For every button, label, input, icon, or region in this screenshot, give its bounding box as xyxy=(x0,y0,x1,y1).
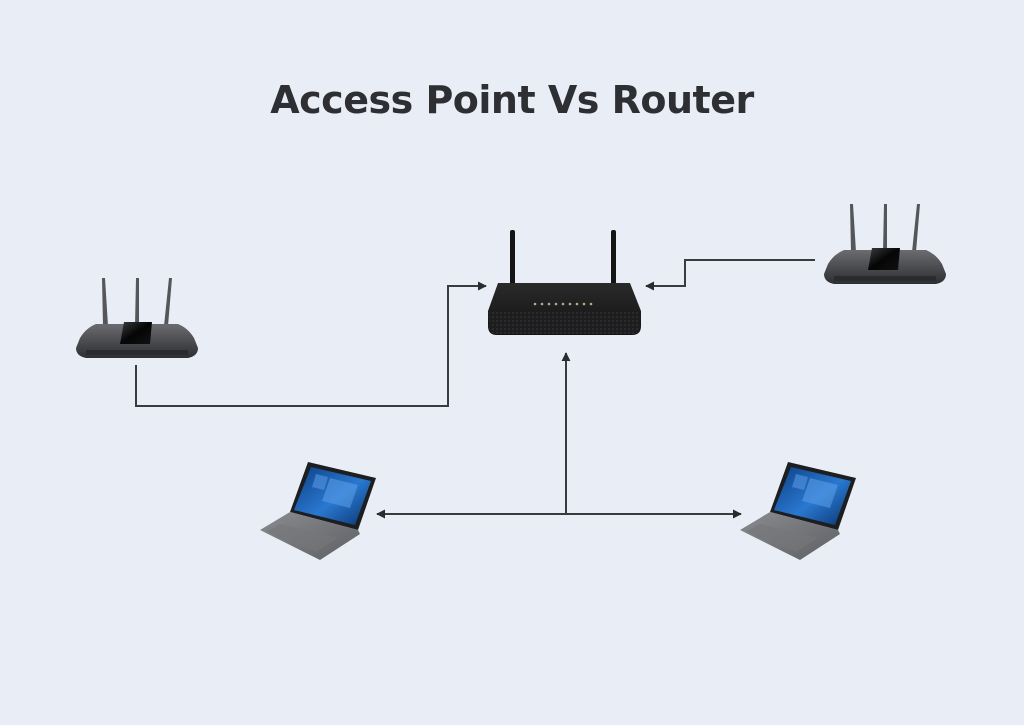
edge-left-ap-to-router xyxy=(135,281,487,407)
router-icon xyxy=(488,230,641,335)
connectors xyxy=(135,259,815,519)
access-point-icon-right xyxy=(824,204,946,284)
router-leds xyxy=(533,302,593,306)
laptop-icon-left xyxy=(260,462,376,560)
access-point-icon-left xyxy=(76,278,198,358)
diagram-title: Access Point Vs Router xyxy=(270,78,754,122)
edge-right-ap-to-router xyxy=(645,259,815,291)
laptop-icon-right xyxy=(740,462,856,560)
